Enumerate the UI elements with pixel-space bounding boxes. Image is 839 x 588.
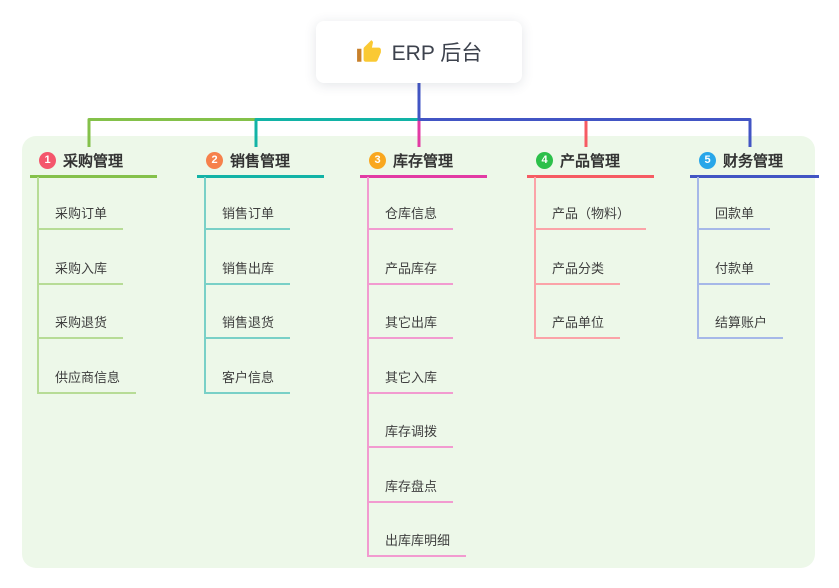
- root-label: ERP 后台: [391, 42, 483, 65]
- branch-header-product[interactable]: 4 产品管理: [527, 146, 654, 178]
- child-node-product-1[interactable]: 产品（物料）: [534, 200, 647, 230]
- child-node-finance-3[interactable]: 结算账户: [697, 309, 784, 339]
- child-spine-product: [534, 177, 536, 339]
- child-spine-purchase: [37, 177, 39, 394]
- branch-header-purchase[interactable]: 1 采购管理: [30, 146, 157, 178]
- child-node-purchase-2[interactable]: 采购入库: [37, 255, 124, 285]
- thumbs-up-icon: [356, 39, 382, 65]
- child-node-inventory-1[interactable]: 仓库信息: [367, 200, 454, 230]
- badge-number-sales: 2: [206, 152, 223, 169]
- branch-label-inventory: 库存管理: [393, 153, 454, 170]
- branch-label-purchase: 采购管理: [63, 153, 124, 170]
- child-node-inventory-6[interactable]: 库存盘点: [367, 473, 454, 503]
- child-node-sales-4[interactable]: 客户信息: [204, 364, 291, 394]
- branch-header-inventory[interactable]: 3 库存管理: [360, 146, 487, 178]
- child-node-product-3[interactable]: 产品单位: [534, 309, 621, 339]
- branch-connector-finance: [417, 83, 752, 147]
- child-node-inventory-5[interactable]: 库存调拨: [367, 418, 454, 448]
- child-node-inventory-7[interactable]: 出库库明细: [367, 527, 467, 557]
- branch-header-sales[interactable]: 2 销售管理: [197, 146, 324, 178]
- child-node-finance-1[interactable]: 回款单: [697, 200, 771, 230]
- child-node-inventory-4[interactable]: 其它入库: [367, 364, 454, 394]
- child-spine-inventory: [367, 177, 369, 557]
- branch-label-product: 产品管理: [560, 153, 621, 170]
- root-node[interactable]: ERP 后台: [316, 21, 522, 83]
- badge-number-finance: 5: [699, 152, 716, 169]
- branch-label-sales: 销售管理: [230, 153, 291, 170]
- child-node-sales-1[interactable]: 销售订单: [204, 200, 291, 230]
- badge-number-inventory: 3: [369, 152, 386, 169]
- child-spine-finance: [697, 177, 699, 339]
- child-node-purchase-1[interactable]: 采购订单: [37, 200, 124, 230]
- child-node-product-2[interactable]: 产品分类: [534, 255, 621, 285]
- child-node-purchase-4[interactable]: 供应商信息: [37, 364, 137, 394]
- branches-panel: [22, 136, 815, 568]
- child-node-purchase-3[interactable]: 采购退货: [37, 309, 124, 339]
- badge-number-purchase: 1: [39, 152, 56, 169]
- child-node-inventory-2[interactable]: 产品库存: [367, 255, 454, 285]
- child-node-finance-2[interactable]: 付款单: [697, 255, 771, 285]
- badge-number-product: 4: [536, 152, 553, 169]
- branch-label-finance: 财务管理: [723, 153, 784, 170]
- child-node-inventory-3[interactable]: 其它出库: [367, 309, 454, 339]
- child-spine-sales: [204, 177, 206, 394]
- child-node-sales-2[interactable]: 销售出库: [204, 255, 291, 285]
- branch-header-finance[interactable]: 5 财务管理: [690, 146, 819, 178]
- child-node-sales-3[interactable]: 销售退货: [204, 309, 291, 339]
